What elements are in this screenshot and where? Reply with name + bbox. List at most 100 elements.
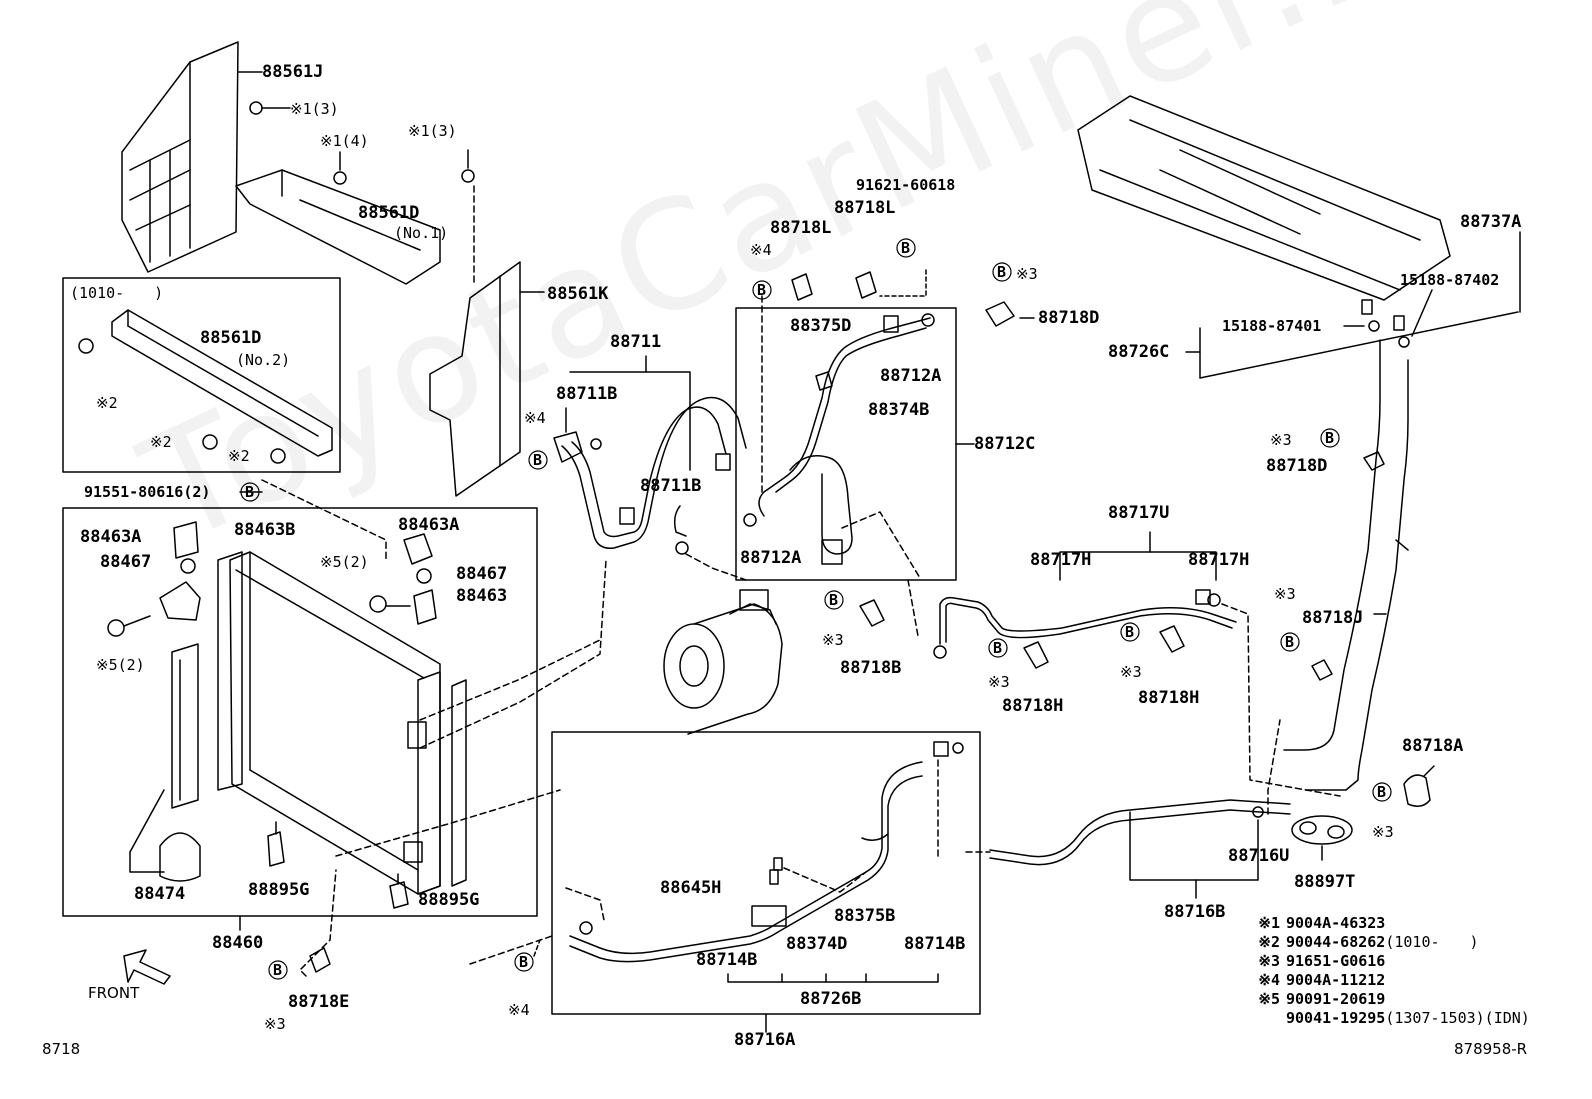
label-88712A: 88712A <box>740 548 802 568</box>
label-note-1-3: ※1(3) <box>290 100 339 118</box>
b-marker: B <box>273 961 283 979</box>
label-88463B: 88463B <box>234 520 296 540</box>
label-no2: (No.2) <box>236 351 291 369</box>
label-88714B: 88714B <box>904 934 966 954</box>
condenser-box <box>62 507 538 917</box>
b-marker: B <box>997 263 1007 281</box>
label-88718L: 88718L <box>770 218 832 238</box>
grommet-88897T <box>1291 815 1353 845</box>
label-88711: 88711 <box>610 332 662 352</box>
label-88717U: 88717U <box>1108 503 1170 523</box>
b-marker: B <box>901 239 911 257</box>
b-marker: B <box>829 591 839 609</box>
label-88718A: 88718A <box>1402 736 1464 756</box>
label-91621-60618: 91621-60618 <box>856 176 956 194</box>
label-88711B: 88711B <box>556 384 618 404</box>
hose-88712C <box>743 313 935 565</box>
clamp-88718E <box>309 947 331 973</box>
label-88718L: 88718L <box>834 198 896 218</box>
label-88718D: 88718D <box>1266 456 1328 476</box>
label-88895G: 88895G <box>418 890 480 910</box>
label-note-5-2: ※5(2) <box>96 656 145 674</box>
pipe-88716A <box>569 741 964 963</box>
label-note-3: ※3 <box>988 673 1010 691</box>
b-marker: B <box>1125 623 1135 641</box>
bracket-right <box>369 533 437 625</box>
label-88726C: 88726C <box>1108 342 1170 362</box>
label-note-1-3: ※1(3) <box>408 122 457 140</box>
b-marker: B <box>757 281 767 299</box>
compressor <box>663 589 783 735</box>
label-88463A: 88463A <box>80 527 142 547</box>
pipe-88717U <box>933 589 1237 659</box>
deflector-88561J-drawing <box>121 41 263 273</box>
label-88717H: 88717H <box>1030 550 1092 570</box>
label-88474: 88474 <box>134 884 186 904</box>
label-88467: 88467 <box>100 552 152 572</box>
label-88737A: 88737A <box>1460 212 1522 232</box>
b-marker: B <box>1377 783 1387 801</box>
circle-b-markers <box>240 238 1392 980</box>
label-88716B: 88716B <box>1164 902 1226 922</box>
b-marker: B <box>1325 429 1335 447</box>
label-note-4: ※4 <box>750 241 772 259</box>
label-88718B: 88718B <box>840 658 902 678</box>
condenser-88460 <box>217 551 467 895</box>
label-88718H: 88718H <box>1002 696 1064 716</box>
label-88718J: 88718J <box>1302 608 1364 628</box>
label-88897T: 88897T <box>1294 872 1356 892</box>
label-note-2: ※2 <box>150 433 172 451</box>
label-88716A: 88716A <box>734 1030 796 1050</box>
label-88717H: 88717H <box>1188 550 1250 570</box>
bolts-top <box>249 101 475 185</box>
label-88467: 88467 <box>456 564 508 584</box>
label-note-5-2: ※5(2) <box>320 553 369 571</box>
image-reference: 878958-R <box>1454 1040 1528 1058</box>
label-88711B: 88711B <box>640 476 702 496</box>
label-note-3: ※3 <box>1016 265 1038 283</box>
label-88375B: 88375B <box>834 906 896 926</box>
label-15188-87402: 15188-87402 <box>1400 271 1500 289</box>
duct-88561K <box>429 261 545 497</box>
b-marker: B <box>1285 633 1295 651</box>
label-note-4: ※4 <box>524 409 546 427</box>
label-note-3: ※3 <box>1372 823 1394 841</box>
label-88895G: 88895G <box>248 880 310 900</box>
hvac-unit <box>1077 95 1451 301</box>
label-88718D: 88718D <box>1038 308 1100 328</box>
label-88460: 88460 <box>212 933 264 953</box>
label-no1: (No.1) <box>394 224 449 242</box>
front-label: FRONT <box>88 984 140 1002</box>
label-88374B: 88374B <box>868 400 930 420</box>
label-88712A: 88712A <box>880 366 942 386</box>
label-88714B: 88714B <box>696 950 758 970</box>
pipe-88716B <box>989 799 1291 866</box>
label-88374D: 88374D <box>786 934 848 954</box>
front-arrow <box>123 949 171 985</box>
label-88561D: 88561D <box>200 328 262 348</box>
label-note-2: ※2 <box>228 447 250 465</box>
box-88716A <box>551 731 981 1015</box>
b-marker: B <box>245 483 255 501</box>
label-note-3: ※3 <box>1274 585 1296 603</box>
pipe-88726C <box>1283 299 1410 791</box>
label-88561D: 88561D <box>358 203 420 223</box>
label-88716U: 88716U <box>1228 846 1290 866</box>
b-marker: B <box>519 953 529 971</box>
label-91551-80616: 91551-80616(2) <box>84 483 211 501</box>
label-88561K: 88561K <box>547 284 609 304</box>
label-note-3: ※3 <box>264 1015 286 1033</box>
grommet-88474 <box>159 832 201 882</box>
label-88561J: 88561J <box>262 62 324 82</box>
label-88718E: 88718E <box>288 992 350 1012</box>
inset-box-1010 <box>62 277 341 473</box>
diagram-code: 8718 <box>42 1040 81 1058</box>
b-marker: B <box>533 451 543 469</box>
label-note-1-4: ※1(4) <box>320 132 369 150</box>
label-88645H: 88645H <box>660 878 722 898</box>
